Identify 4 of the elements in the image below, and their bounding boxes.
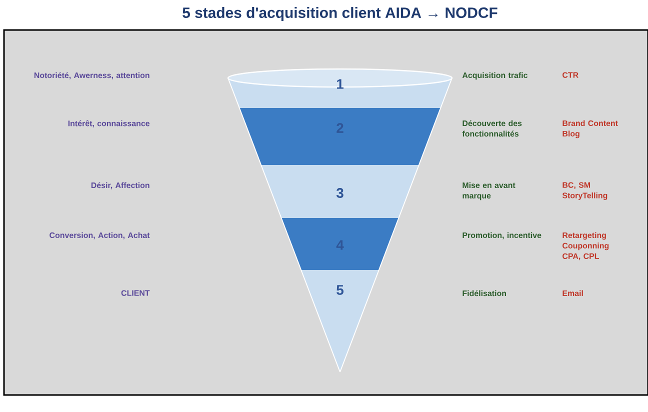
funnel-band: 3: [260, 164, 420, 218]
funnel-band: 1: [227, 68, 453, 108]
title: 5 stades d'acquisition client AIDA → NODCF: [182, 7, 498, 21]
funnel-band: 5: [300, 270, 380, 372]
